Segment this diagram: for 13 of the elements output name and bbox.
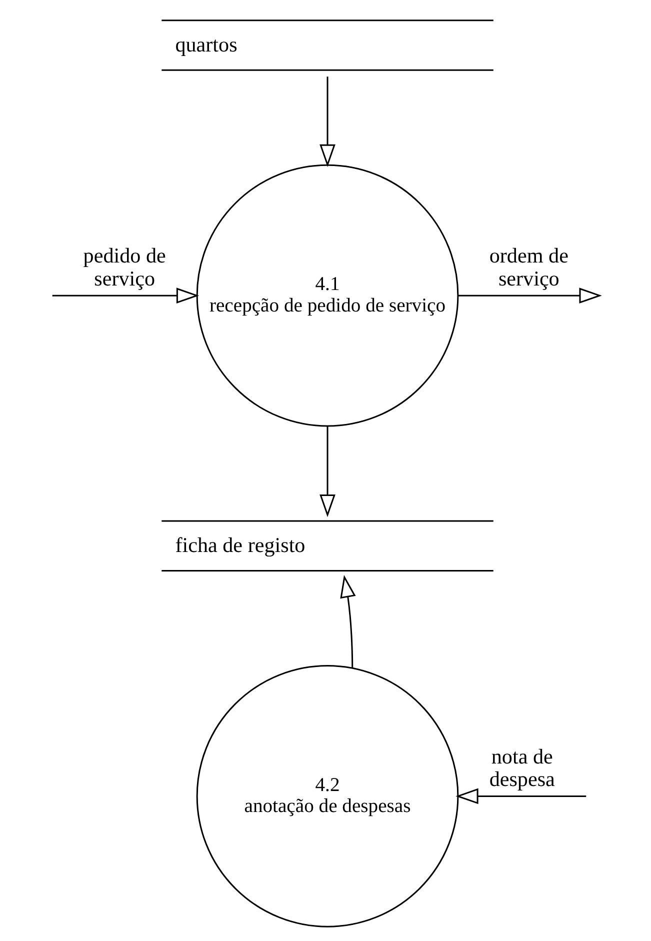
edge-label: ordem de serviço [488,244,568,290]
arrow [455,788,586,804]
node-text: ficha de registo [174,533,305,558]
node-circle: 4.1 recepção de pedido de serviço [196,164,458,427]
edge-label: pedido de serviço [82,244,166,290]
node-text: quartos [174,32,237,57]
arrow [319,76,335,167]
edge-label: nota de despesa [488,744,554,791]
arrow [457,288,602,304]
arrow [340,574,356,668]
arrow [52,288,199,304]
node-circle: 4.2 anotação de despesas [196,665,458,928]
arrow [319,426,335,518]
